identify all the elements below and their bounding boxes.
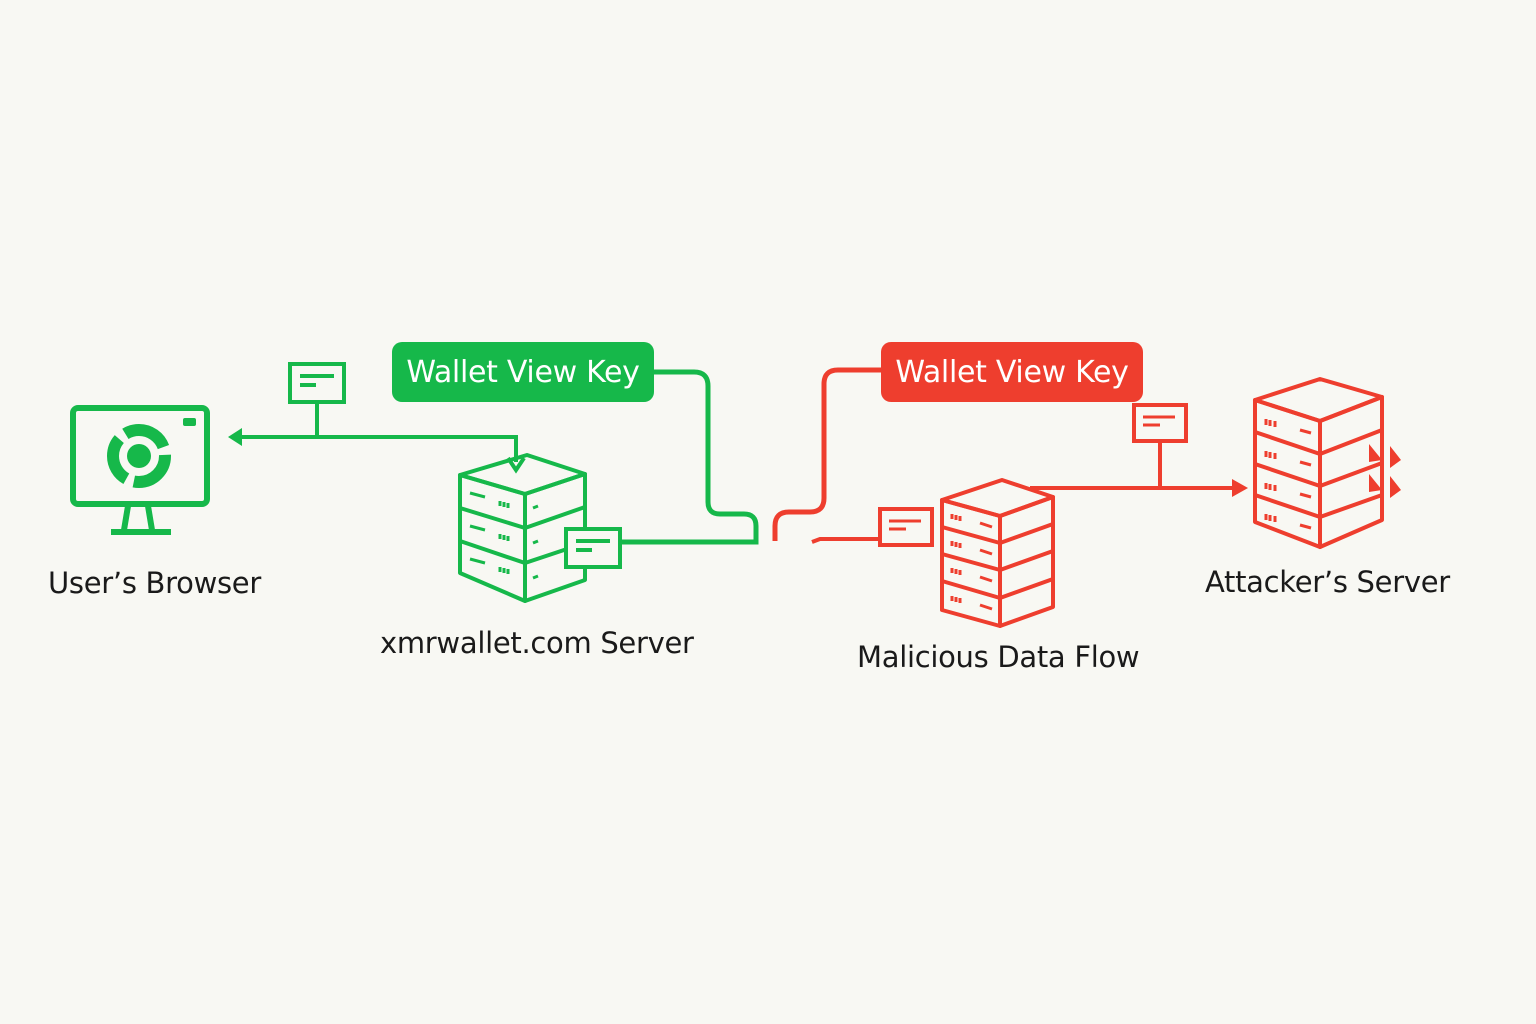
browser-label: User’s Browser	[48, 566, 261, 600]
monitor-browser-icon[interactable]	[70, 405, 210, 535]
malicious-connector	[772, 367, 884, 541]
attacker-server-label: Attacker’s Server	[1205, 565, 1450, 599]
outbound-arrows-icon	[1369, 444, 1401, 498]
server-stack-icon[interactable]	[1253, 377, 1384, 549]
malicious-inflow	[811, 537, 881, 544]
exfiltration-arrow	[1030, 442, 1248, 497]
message-icon	[288, 362, 346, 404]
legit-view-key-tag: Wallet View Key	[392, 342, 654, 402]
message-icon	[878, 507, 934, 547]
malicious-view-key-tag: Wallet View Key	[881, 342, 1143, 402]
response-arrow	[228, 403, 526, 474]
server-stack-icon[interactable]	[458, 453, 587, 603]
legit-connector	[620, 369, 759, 545]
malicious-flow-label: Malicious Data Flow	[857, 640, 1140, 674]
xmr-server-label: xmrwallet.com Server	[380, 626, 694, 660]
message-icon	[1132, 403, 1188, 443]
message-icon	[564, 527, 622, 569]
server-stack-icon[interactable]	[940, 478, 1055, 628]
